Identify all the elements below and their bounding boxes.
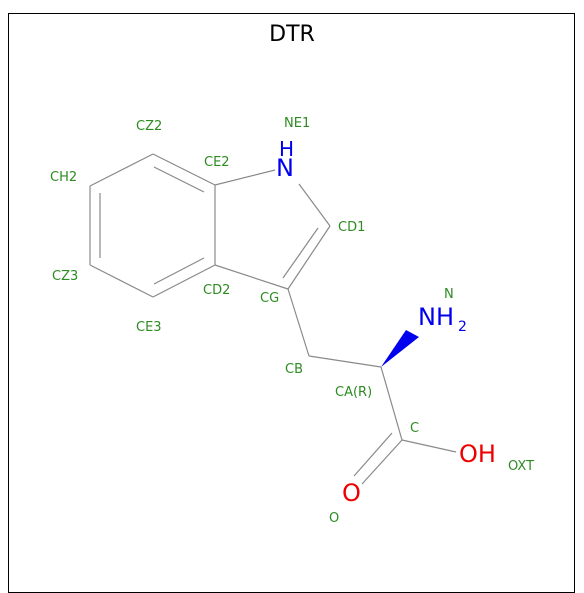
molecule-title: DTR [269,22,315,47]
double-bond-c-o [353,432,393,477]
label-o: O [329,511,339,526]
label-cz3: CZ3 [52,269,78,284]
label-ne1: NE1 [284,116,310,131]
double-bond-cd1-cg [282,227,319,279]
atom-labels: NE1 CZ2 CE2 CH2 CD1 CZ3 CD2 CG N CE3 CB … [50,116,534,526]
diagram-frame [8,13,575,593]
bond-cd2-ce3 [152,264,216,298]
indole-nitrogen-symbol: N [276,154,294,182]
bond-c-o [361,439,403,485]
bond-cg-cd2 [214,264,289,290]
bond-ce3-cz3 [89,264,154,298]
bond-cd1-cg [287,225,331,290]
label-cd2: CD2 [203,283,230,298]
double-bond-cd2-ce3 [153,257,205,285]
benzene-ring [89,153,216,298]
pyrrole-ring [214,169,331,290]
wedge-bond-ca-n [381,330,419,367]
label-ce2: CE2 [204,155,230,170]
label-cz2: CZ2 [136,119,162,134]
bond-ne1-cd1 [298,183,331,227]
carbonyl-oxygen-symbol: O [342,479,361,507]
amino-nitrogen-symbol: NH [418,303,454,331]
bond-ca-c [380,366,403,441]
amino-subscript: 2 [458,319,467,335]
label-oxt: OXT [508,459,534,474]
hydroxyl-symbol: OH [459,440,496,468]
label-ca: CA(R) [335,385,372,400]
bond-ce2-ne1 [214,169,276,186]
bond-c-oxt [401,439,457,453]
indole-hydrogen-symbol: H [279,137,294,161]
bond-ch2-cz2 [89,153,154,187]
label-cg: CG [260,291,279,306]
double-bond-cz2-ce2 [153,166,205,193]
side-chain [287,288,457,485]
bond-cg-cb [287,288,310,357]
bond-cb-ca [308,355,382,368]
label-c: C [410,421,419,436]
label-ce3: CE3 [136,320,162,335]
label-cb: CB [285,362,303,377]
bond-cz2-ce2 [152,153,216,186]
label-ch2: CH2 [50,170,77,185]
label-n: N [444,287,454,302]
label-cd1: CD1 [338,220,365,235]
